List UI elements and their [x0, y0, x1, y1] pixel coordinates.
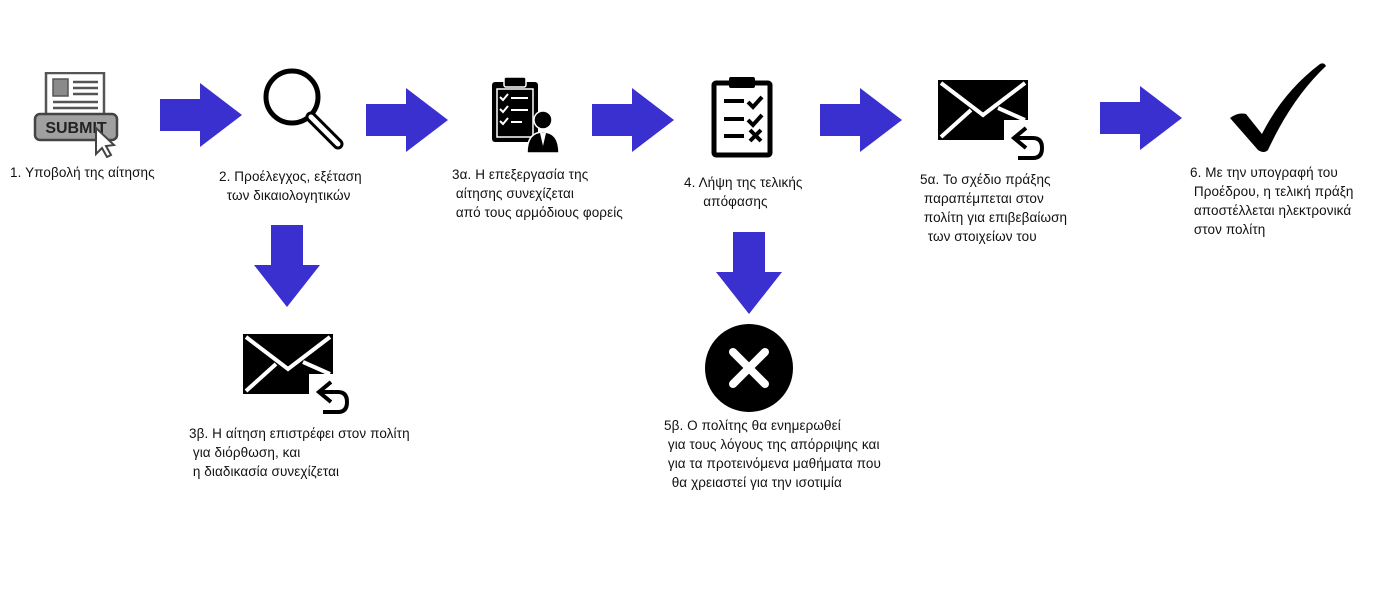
step-5a-label: 5α. Το σχέδιο πράξης παραπέμπεται στον π… — [920, 172, 1068, 244]
step-2-label: 2. Προέλεγχος, εξέταση των δικαιολογητικ… — [219, 169, 362, 203]
mail-return-icon — [938, 80, 1046, 164]
flow-arrow-down — [254, 225, 320, 307]
checkmark-icon — [1228, 62, 1328, 154]
step-3b-label: 3β. Η αίτηση επιστρέφει στον πολίτη για … — [189, 426, 410, 479]
submit-word: SUBMIT — [45, 120, 107, 137]
flow-arrow-right — [160, 83, 242, 147]
step-3a-label: 3α. Η επεξεργασία της αίτησης συνεχίζετα… — [452, 167, 623, 220]
step-1-label: 1. Υποβολή της αίτησης — [10, 165, 155, 180]
submit-form-icon: SUBMIT — [32, 72, 122, 158]
flow-arrow-right — [820, 88, 902, 152]
flow-arrow-right — [1100, 86, 1182, 150]
step-6-label: 6. Με την υπογραφή του Προέδρου, η τελικ… — [1190, 165, 1354, 237]
mail-return-icon — [243, 334, 351, 418]
step-5b-label: 5β. Ο πολίτης θα ενημερωθεί για τους λόγ… — [664, 418, 881, 490]
magnifier-icon — [258, 65, 348, 153]
flow-arrow-down — [716, 232, 782, 314]
flow-arrow-right — [592, 88, 674, 152]
clipboard-person-icon — [488, 76, 563, 154]
flow-arrow-right — [366, 88, 448, 152]
reject-x-icon — [704, 323, 794, 413]
checklist-clipboard-icon — [708, 76, 778, 158]
step-4-label: 4. Λήψη της τελικής απόφασης — [684, 175, 803, 209]
